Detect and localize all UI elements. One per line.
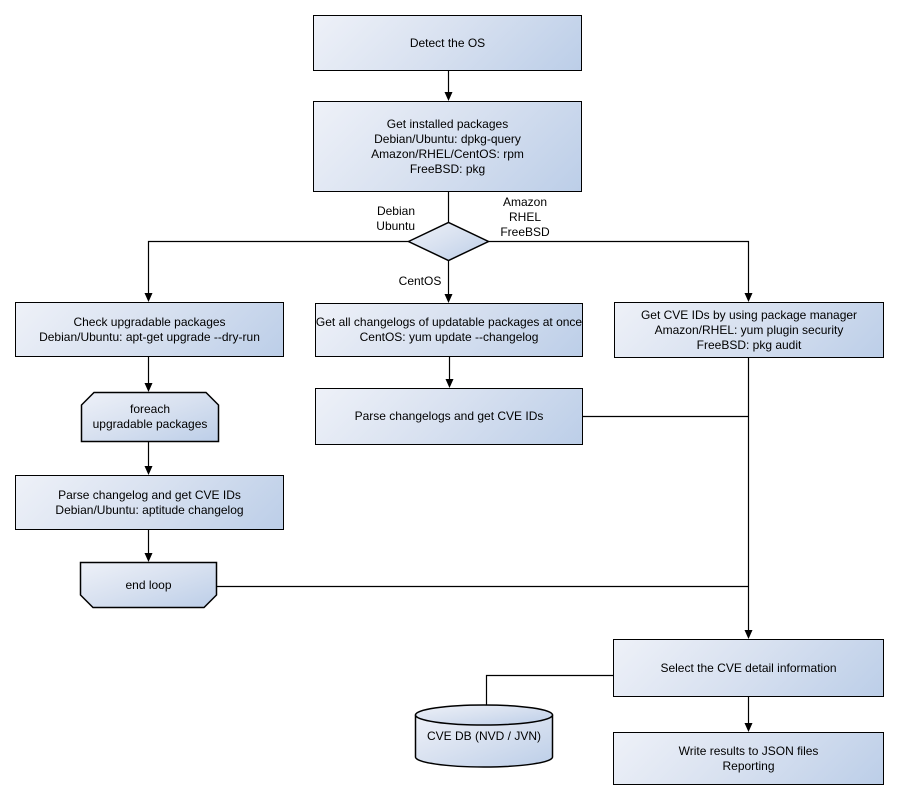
node-text-line: Get installed packages: [386, 116, 509, 131]
edge-decision-amazon-branch: [488, 240, 750, 295]
node-text-line: Get all changelogs of updatable packages…: [315, 315, 583, 329]
node-text-line: CentOS: yum update --changelog: [359, 330, 539, 344]
arrowhead: [144, 553, 153, 562]
edge-label-line: Ubuntu: [376, 219, 415, 233]
cve-db-cylinder: [414, 715, 554, 768]
node-text-line: Debian/Ubuntu: dpkg-query: [374, 131, 521, 146]
node-get-all-changelogs: Get all changelogs of updatable packages…: [315, 303, 583, 357]
edge-cvedb-to-select: [485, 674, 613, 705]
node-text-line: upgradable packages: [92, 416, 208, 431]
edge-label-line: Amazon: [502, 195, 548, 209]
node-text-line: Detect the OS: [409, 35, 486, 50]
edge-label-line: RHEL: [508, 210, 541, 224]
node-text-line: Reporting: [722, 758, 775, 773]
arrowhead: [744, 293, 753, 302]
node-text-line: Amazon/RHEL: yum plugin security: [654, 322, 844, 337]
node-text-line: FreeBSD: pkg: [409, 161, 486, 176]
node-text-line: FreeBSD: pkg audit: [696, 337, 802, 352]
arrowhead: [744, 723, 753, 732]
node-select-cve-detail: Select the CVE detail information: [613, 639, 884, 697]
arrowhead: [744, 630, 753, 639]
os-decision-diamond: [406, 221, 491, 262]
node-detect-os: Detect the OS: [313, 15, 582, 71]
edge-decision-debian-branch: [147, 240, 409, 295]
node-text-line: Debian/Ubuntu: apt-get upgrade --dry-run: [39, 329, 260, 344]
node-parse-changelogs-centos: Parse changelogs and get CVE IDs: [315, 388, 583, 445]
arrowhead: [144, 466, 153, 475]
node-write-results: Write results to JSON files Reporting: [613, 732, 884, 785]
arrowhead: [445, 379, 454, 388]
node-text-line: Debian/Ubuntu: aptitude changelog: [55, 502, 244, 517]
node-text-line: Write results to JSON files: [678, 743, 819, 758]
foreach-loop-shape: [80, 391, 220, 443]
node-text-line: Select the CVE detail information: [660, 660, 837, 675]
edge-label-centos: CentOS: [374, 274, 466, 289]
node-text-line: Amazon/RHEL/CentOS: rpm: [371, 146, 524, 161]
node-text-line: Parse changelog and get CVE IDs: [58, 487, 241, 502]
node-text-line: Parse changelogs and get CVE IDs: [354, 409, 544, 423]
node-text-line: Get CVE IDs by using package manager: [640, 307, 858, 322]
arrowhead: [144, 293, 153, 302]
cve-db-label: CVE DB (NVD / JVN): [415, 706, 553, 766]
node-text-line: CVE DB (NVD / JVN): [426, 728, 541, 743]
arrowhead: [444, 92, 453, 101]
node-get-cve-ids-pkg-manager: Get CVE IDs by using package manager Ama…: [614, 302, 884, 358]
arrowhead: [144, 383, 153, 392]
edge-label-line: FreeBSD: [500, 225, 550, 239]
arrowhead: [444, 294, 453, 303]
edge-label-debian-ubuntu: Debian Ubuntu: [335, 204, 415, 234]
node-text-line: end loop: [125, 577, 172, 592]
foreach-loop-label: foreach upgradable packages: [81, 392, 219, 441]
edge-label-amazon-rhel-freebsd: Amazon RHEL FreeBSD: [479, 195, 571, 240]
edge-label-line: CentOS: [398, 274, 442, 288]
node-parse-changelog-debian: Parse changelog and get CVE IDs Debian/U…: [15, 475, 284, 530]
end-loop-label: end loop: [80, 562, 217, 608]
node-check-upgradable-packages: Check upgradable packages Debian/Ubuntu:…: [15, 302, 284, 357]
node-get-installed-packages: Get installed packages Debian/Ubuntu: dp…: [313, 101, 582, 192]
end-loop-shape: [79, 561, 218, 609]
cve-db-cylinder-top: [414, 704, 554, 726]
node-text-line: Check upgradable packages: [73, 314, 226, 329]
edge-label-line: Debian: [376, 204, 415, 218]
node-text-line: foreach: [129, 401, 171, 416]
